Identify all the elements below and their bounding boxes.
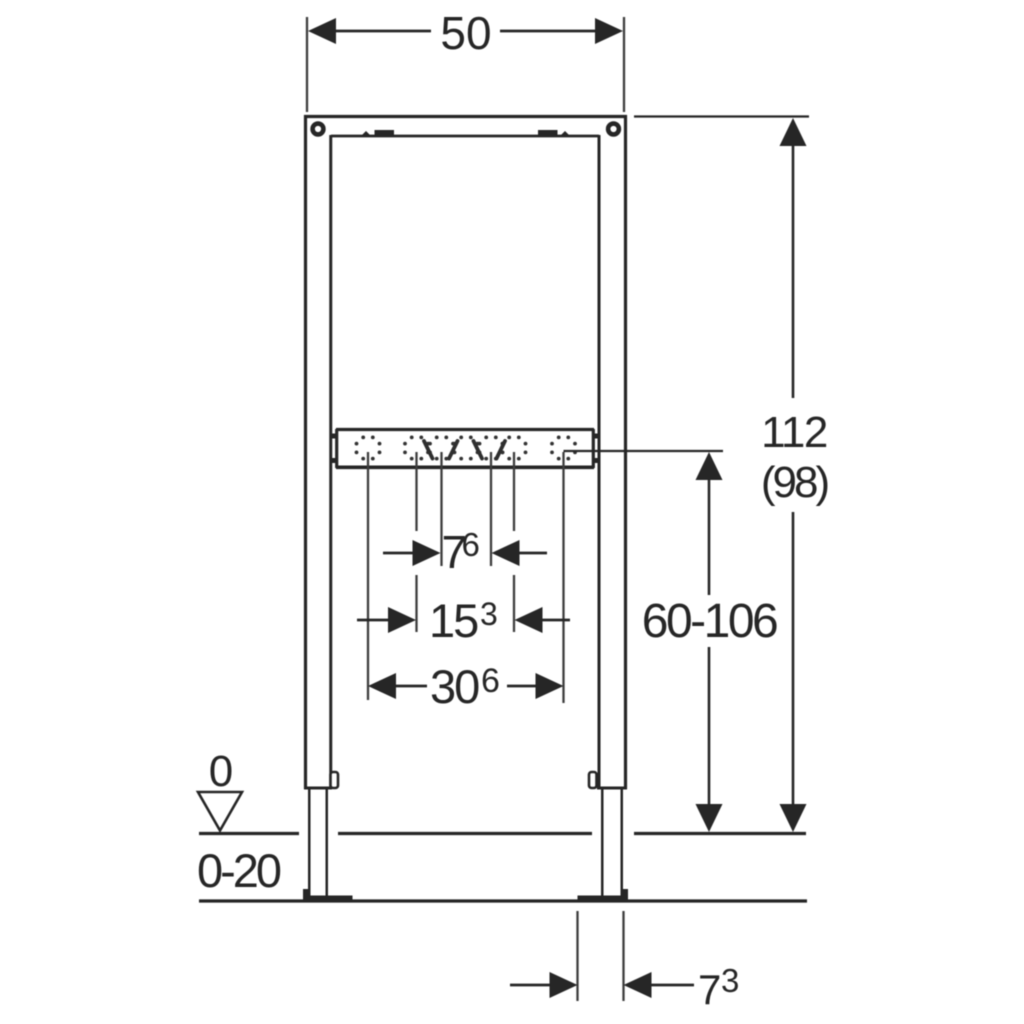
- svg-text:50: 50: [440, 7, 491, 59]
- svg-text:6: 6: [462, 526, 480, 563]
- svg-text:(98): (98): [761, 458, 828, 507]
- svg-text:7: 7: [442, 526, 468, 578]
- svg-text:0-20: 0-20: [197, 844, 281, 897]
- svg-text:0: 0: [209, 747, 233, 796]
- svg-text:3: 3: [721, 962, 739, 999]
- svg-text:7: 7: [698, 966, 721, 1013]
- svg-text:112: 112: [761, 408, 827, 457]
- svg-text:30: 30: [430, 660, 479, 713]
- svg-text:3: 3: [480, 596, 498, 632]
- svg-text:6: 6: [481, 662, 500, 700]
- svg-text:60-106: 60-106: [642, 595, 777, 648]
- svg-text:15: 15: [429, 594, 478, 647]
